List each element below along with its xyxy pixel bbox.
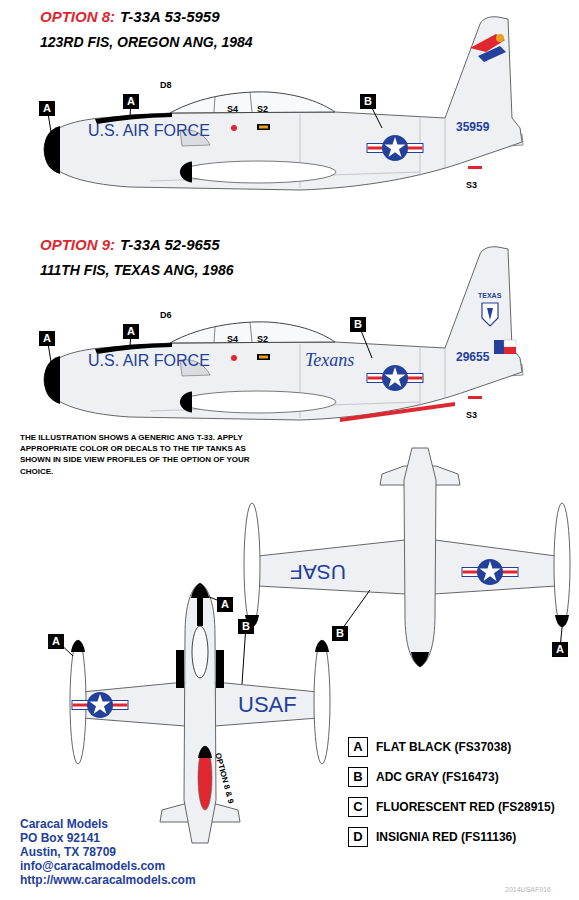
callout-box: A	[39, 98, 55, 116]
legend-text: ADC GRAY (FS16473)	[376, 770, 499, 784]
decal-number: S4	[227, 104, 238, 114]
unit-name: 111TH FIS, TEXAS ANG, 1986	[40, 262, 233, 278]
decal-number: S3	[466, 410, 477, 420]
tail-badge-text: TEXAS	[478, 292, 501, 300]
address-line: PO Box 92141	[20, 832, 100, 846]
tail-number: 35959	[456, 121, 489, 135]
decal-number: D8	[160, 80, 172, 90]
callout-letter: A	[552, 642, 568, 657]
legend-entry: A FLAT BLACK (FS37038)	[348, 737, 511, 757]
callout-letter: B	[350, 317, 366, 332]
callout-box: B	[360, 91, 376, 109]
decal-number: S3	[466, 180, 477, 190]
note-text: THE ILLUSTRATION SHOWS A GENERIC ANG T-3…	[20, 432, 270, 477]
legend-text: INSIGNIA RED (FS11136)	[376, 830, 516, 844]
legend-entry: D INSIGNIA RED (FS11136)	[348, 827, 516, 847]
legend-letter: B	[348, 767, 368, 787]
legend-text: FLUORESCENT RED (FS28915)	[376, 800, 555, 814]
decal-number: D6	[160, 310, 172, 320]
callout-letter: A	[217, 597, 233, 612]
legend-entry: C FLUORESCENT RED (FS28915)	[348, 797, 555, 817]
callout-box: B	[238, 616, 254, 634]
callout-box: A	[217, 594, 233, 612]
callout-letter: B	[360, 94, 376, 109]
callout-letter: B	[238, 619, 254, 634]
callout-letter: A	[48, 634, 64, 649]
callout-letter: B	[332, 626, 348, 641]
callout-box: B	[350, 314, 366, 332]
callout-letter: A	[39, 101, 55, 116]
leader-line	[47, 100, 563, 684]
legend-letter: A	[348, 737, 368, 757]
address-line: Austin, TX 78709	[20, 846, 116, 860]
texans-script: Texans	[305, 350, 354, 371]
fuselage-marking: U.S. AIR FORCE	[88, 352, 210, 370]
callout-box: A	[552, 639, 568, 657]
wing-marking: USAF	[238, 692, 297, 717]
option-number: OPTION 9:	[40, 236, 115, 253]
address-line: Caracal Models	[20, 818, 108, 832]
address-line: http://www.caracalmodels.com	[20, 874, 196, 888]
callout-box: A	[123, 321, 139, 339]
legend-text: FLAT BLACK (FS37038)	[376, 740, 511, 754]
wing-marking: USAF	[290, 560, 346, 584]
callout-box: A	[48, 631, 64, 649]
callout-box: A	[39, 328, 55, 346]
tail-number: 29655	[456, 351, 489, 365]
callout-box: A	[123, 91, 139, 109]
callout-box: B	[332, 623, 348, 641]
legend-entry: B ADC GRAY (FS16473)	[348, 767, 499, 787]
callout-letter: A	[123, 324, 139, 339]
unit-name: 123RD FIS, OREGON ANG, 1984	[40, 34, 253, 50]
decal-number: S4	[227, 334, 238, 344]
address-line: info@caracalmodels.com	[20, 860, 165, 874]
fuselage-marking: U.S. AIR FORCE	[88, 122, 210, 140]
legend-letter: D	[348, 827, 368, 847]
decal-number: S2	[257, 104, 268, 114]
callout-letter: A	[39, 331, 55, 346]
callout-letter: A	[123, 94, 139, 109]
option-number: OPTION 8:	[40, 8, 115, 25]
watermark: 2014USAF916	[505, 886, 551, 894]
aircraft-serial: T-33A 52-9655	[120, 236, 220, 253]
decal-number: S2	[257, 334, 268, 344]
aircraft-serial: T-33A 53-5959	[120, 8, 220, 25]
legend-letter: C	[348, 797, 368, 817]
